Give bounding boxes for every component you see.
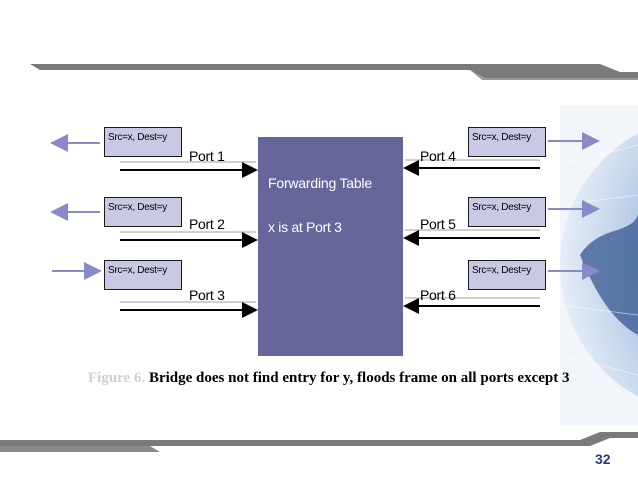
frame-port3: Src=x, Dest=y xyxy=(104,260,182,290)
bottom-band xyxy=(0,432,638,452)
port-2-label: Port 2 xyxy=(189,216,225,232)
port-4-label: Port 4 xyxy=(420,148,456,164)
port-3-label: Port 3 xyxy=(189,287,225,303)
forwarding-table-title: Forwarding Table xyxy=(268,175,372,191)
port-5-label: Port 5 xyxy=(420,216,456,232)
forwarding-table-entry: x is at Port 3 xyxy=(268,219,342,235)
frame-port5: Src=x, Dest=y xyxy=(468,197,546,227)
port-6-label: Port 6 xyxy=(420,287,456,303)
caption-text: Bridge does not find entry for y, floods… xyxy=(148,370,570,386)
port-1-label: Port 1 xyxy=(189,148,225,164)
frame-port6: Src=x, Dest=y xyxy=(468,260,546,290)
top-band xyxy=(30,64,638,80)
page-number: 32 xyxy=(595,451,611,467)
frame-port1: Src=x, Dest=y xyxy=(104,127,182,157)
frame-port2: Src=x, Dest=y xyxy=(104,197,182,227)
frame-port4: Src=x, Dest=y xyxy=(468,127,546,157)
forwarding-table-box: Forwarding Table x is at Port 3 xyxy=(258,137,403,356)
caption-prefix: Figure 6. xyxy=(88,370,146,386)
figure-caption: Figure 6. Bridge does not find entry for… xyxy=(88,370,570,387)
